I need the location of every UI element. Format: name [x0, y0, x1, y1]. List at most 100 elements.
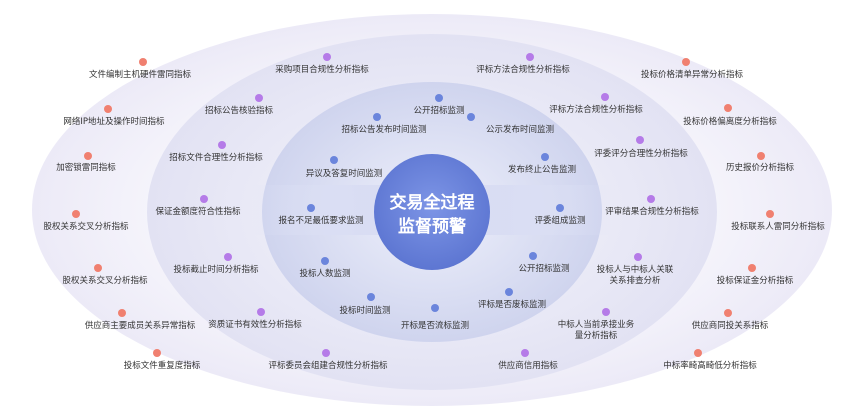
node-dot	[200, 195, 208, 203]
center-circle	[374, 154, 490, 270]
node-label: 投标人与中标人关联关系排查分析	[597, 264, 674, 286]
node-label: 资质证书有效性分析指标	[208, 319, 302, 330]
node-label: 投标保证金分析指标	[717, 275, 794, 286]
node-dot	[505, 288, 513, 296]
middle-ring-node: 评委评分合理性分析指标	[594, 136, 688, 159]
inner-ring-node: 公示发布时间监测	[467, 113, 554, 135]
node-dot	[321, 257, 329, 265]
node-dot	[634, 253, 642, 261]
outer-ring-node: 投标文件重复度指标	[124, 349, 201, 371]
outer-ring-node: 股权关系交叉分析指标	[62, 264, 148, 286]
node-dot	[541, 153, 549, 161]
middle-ring-node: 评标方法合规性分析指标	[476, 53, 570, 75]
outer-ring-node: 投标价格清单异常分析指标	[641, 58, 744, 80]
inner-ring-node: 招标公告发布时间监测	[341, 113, 427, 135]
outer-ring-node: 加密锁雷同指标	[56, 152, 116, 173]
node-dot	[153, 349, 161, 357]
middle-ring-node: 中标人当前承接业务量分析指标	[558, 308, 635, 341]
node-label: 评标是否废标监测	[478, 299, 546, 310]
node-dot	[602, 308, 610, 316]
inner-ring-node: 评标是否废标监测	[478, 288, 546, 310]
node-dot	[636, 136, 644, 144]
node-label: 评标方法合规性分析指标	[476, 64, 570, 75]
middle-ring-node: 评标方法合规性分析指标	[549, 93, 643, 115]
node-label: 采购项目合规性分析指标	[275, 64, 369, 75]
node-label: 评委评分合理性分析指标	[594, 148, 688, 159]
middle-ring-node: 资质证书有效性分析指标	[208, 308, 302, 330]
outer-ring-node: 文件编制主机硬件雷同指标	[89, 58, 192, 80]
middle-ring-node: 投标截止时间分析指标	[173, 253, 259, 275]
node-label: 投标时间监测	[339, 305, 390, 316]
node-dot	[224, 253, 232, 261]
node-label: 中标率畸高畸低分析指标	[663, 360, 757, 371]
node-dot	[521, 349, 529, 357]
middle-ring-node: 供应商信用指标	[498, 349, 558, 371]
middle-ring-node: 采购项目合规性分析指标	[275, 53, 369, 75]
node-dot	[694, 349, 702, 357]
outer-ring-node: 投标价格偏离度分析指标	[683, 104, 777, 127]
outer-ring-node: 投标保证金分析指标	[717, 264, 794, 286]
node-dot	[104, 105, 112, 113]
node-label: 文件编制主机硬件雷同指标	[89, 69, 192, 80]
node-label: 保证金额度符合性指标	[155, 206, 241, 217]
node-dot	[255, 94, 263, 102]
middle-ring-node: 评标委员会组建合规性分析指标	[268, 349, 388, 371]
middle-ring-node: 招标公告核验指标	[205, 94, 273, 116]
center-title: 交易全过程 监督预警	[390, 192, 475, 237]
outer-ring-node: 历史报价分析指标	[726, 152, 795, 173]
node-dot	[601, 93, 609, 101]
node-dot	[682, 58, 690, 66]
node-label: 投标价格清单异常分析指标	[641, 69, 744, 80]
indicator-nodes: 文件编制主机硬件雷同指标网络IP地址及操作时间指标加密锁雷同指标股权关系交叉分析…	[43, 53, 825, 371]
node-dot	[529, 252, 537, 260]
outer-ring-node: 中标率畸高畸低分析指标	[663, 349, 757, 371]
node-label: 公开招标监测	[413, 105, 464, 116]
node-label: 投标人数监测	[299, 268, 350, 279]
node-label: 招标公告发布时间监测	[341, 124, 426, 135]
node-dot	[322, 349, 330, 357]
node-dot	[84, 152, 92, 160]
node-label: 供应商主要成员关系异常指标	[85, 320, 196, 331]
node-label: 投标价格偏离度分析指标	[683, 116, 777, 127]
node-label: 开标是否流标监测	[401, 320, 469, 331]
node-dot	[307, 204, 315, 212]
node-label: 公开招标监测	[518, 263, 569, 274]
node-label: 网络IP地址及操作时间指标	[63, 116, 165, 127]
middle-ring-node: 评审结果合规性分析指标	[605, 195, 699, 217]
node-dot	[373, 113, 381, 121]
inner-ring-node: 公开招标监测	[518, 252, 570, 274]
middle-ring-node: 投标人与中标人关联关系排查分析	[597, 253, 674, 286]
node-label: 投标联系人雷同分析指标	[731, 221, 825, 232]
node-dot	[757, 152, 765, 160]
node-dot	[218, 141, 226, 149]
node-label: 公示发布时间监测	[486, 124, 554, 135]
node-dot	[330, 156, 338, 164]
inner-ring-node: 投标人数监测	[299, 257, 351, 279]
inner-ring-node: 发布终止公告监测	[508, 153, 576, 175]
node-label: 投标文件重复度指标	[124, 360, 201, 371]
node-label: 评审结果合规性分析指标	[605, 206, 699, 217]
middle-ring-node: 招标文件合理性分析指标	[169, 141, 263, 163]
node-label: 报名不足最低要求监测	[278, 215, 363, 226]
node-label: 评委组成监测	[534, 215, 585, 226]
node-label: 供应商信用指标	[498, 360, 558, 371]
node-dot	[724, 309, 732, 317]
center-title-line1: 交易全过程	[390, 192, 475, 213]
node-dot	[724, 104, 732, 112]
node-dot	[367, 293, 375, 301]
node-label: 历史报价分析指标	[726, 162, 795, 173]
node-dot	[435, 94, 443, 102]
node-label: 发布终止公告监测	[508, 164, 576, 175]
middle-ring-node: 保证金额度符合性指标	[155, 195, 241, 217]
node-label: 异议及答复时间监测	[306, 168, 383, 179]
node-dot	[139, 58, 147, 66]
node-dot	[118, 309, 126, 317]
node-label: 股权关系交叉分析指标	[43, 221, 129, 232]
node-dot	[647, 195, 655, 203]
node-label: 加密锁雷同指标	[56, 162, 116, 173]
node-dot	[556, 204, 564, 212]
node-dot	[467, 113, 475, 121]
node-label: 招标文件合理性分析指标	[169, 152, 263, 163]
outer-ring-node: 网络IP地址及操作时间指标	[63, 105, 165, 127]
